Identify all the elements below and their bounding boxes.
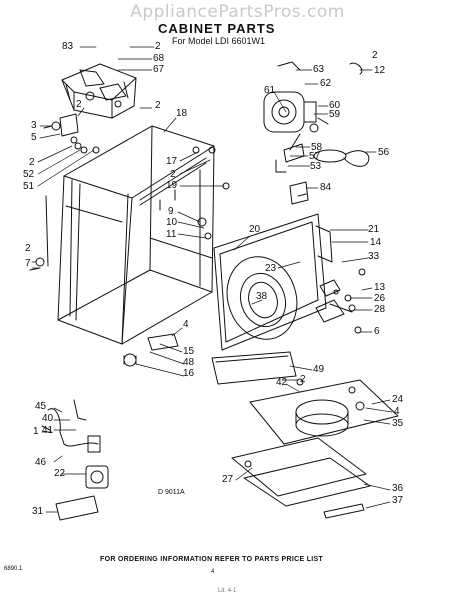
- callout-62: 62: [320, 78, 332, 89]
- callout-63: 63: [313, 64, 325, 75]
- base-assembly: [231, 379, 399, 519]
- callout-2: 2: [25, 243, 31, 254]
- callout-2: 2: [29, 157, 35, 168]
- callout-11: 11: [166, 229, 177, 240]
- callout-24: 24: [392, 394, 404, 405]
- callout-7: 7: [25, 258, 31, 269]
- callout-2: 2: [76, 99, 82, 110]
- callout-17: 17: [166, 156, 178, 167]
- callout-22: 22: [54, 468, 66, 479]
- ordering-note: FOR ORDERING INFORMATION REFER TO PARTS …: [100, 556, 324, 563]
- callout-2: 2: [170, 169, 176, 180]
- latch-hardware: [315, 279, 353, 323]
- callout-23: 23: [265, 263, 277, 274]
- diagram-title: CABINET PARTS: [158, 21, 276, 36]
- callout-48: 48: [183, 357, 195, 368]
- callout-35: 35: [392, 418, 404, 429]
- leader-lines: [31, 46, 393, 513]
- callout-12: 12: [374, 65, 386, 76]
- left-fasteners: [29, 113, 230, 367]
- bottom-mark: Lit. 4-1: [218, 588, 237, 594]
- callout-2: 2: [155, 41, 161, 52]
- callout-41: 41: [42, 425, 54, 436]
- callout-2: 2: [155, 100, 161, 111]
- callout-31: 31: [32, 506, 44, 517]
- console-housing: [61, 63, 137, 119]
- callout-59: 59: [329, 109, 341, 120]
- callout-56: 56: [378, 147, 390, 158]
- corner-code: 6890.1: [4, 566, 23, 572]
- callout-61: 61: [264, 85, 276, 96]
- callout-37: 37: [392, 495, 404, 506]
- watermark: AppliancePartsPros.com: [130, 2, 345, 22]
- callout-83: 83: [62, 41, 74, 52]
- callout-84: 84: [320, 182, 332, 193]
- drive-belt: [313, 149, 370, 167]
- callout-20: 20: [249, 224, 261, 235]
- callout-53: 53: [310, 161, 322, 172]
- callout-33: 33: [368, 251, 380, 262]
- callout-60: 60: [329, 100, 341, 111]
- callout-2: 2: [300, 374, 306, 385]
- callout-26: 26: [374, 293, 386, 304]
- callout-18: 18: [176, 108, 188, 119]
- callout-58: 58: [311, 142, 323, 153]
- callout-28: 28: [374, 304, 386, 315]
- drawing-code: D 9011A: [158, 489, 185, 496]
- callout-13: 13: [374, 282, 386, 293]
- toe-panel: [211, 351, 297, 385]
- callout-1: 1: [33, 426, 39, 437]
- callout-45: 45: [35, 401, 47, 412]
- callout-42: 42: [276, 377, 288, 388]
- page-mark: 4: [211, 569, 215, 575]
- callout-51: 51: [23, 181, 35, 192]
- callout-27: 27: [222, 474, 234, 485]
- callout-68: 68: [153, 53, 165, 64]
- callout-3: 3: [31, 120, 37, 131]
- callout-36: 36: [392, 483, 404, 494]
- callout-10: 10: [166, 217, 178, 228]
- callout-5: 5: [31, 132, 37, 143]
- callout-67: 67: [153, 64, 165, 75]
- right-fasteners: [244, 193, 366, 468]
- callout-6: 6: [374, 326, 380, 337]
- callout-46: 46: [35, 457, 47, 468]
- callout-15: 15: [183, 346, 195, 357]
- front-panel: [213, 213, 333, 351]
- callout-4: 4: [394, 406, 400, 417]
- callout-14: 14: [370, 237, 382, 248]
- wiring-parts: [41, 399, 109, 521]
- callout-19: 19: [166, 180, 178, 191]
- model-subtitle: For Model LDI 6601W1: [172, 36, 266, 46]
- small-parts-top-right: [275, 61, 363, 205]
- callout-40: 40: [42, 413, 54, 424]
- callout-57: 57: [309, 151, 321, 162]
- callout-38: 38: [256, 291, 268, 302]
- callout-2: 2: [372, 50, 378, 61]
- callout-4: 4: [183, 319, 189, 330]
- cabinet-body: [57, 125, 215, 345]
- callout-9: 9: [168, 206, 174, 217]
- callout-21: 21: [368, 224, 380, 235]
- callout-16: 16: [183, 368, 195, 379]
- callout-49: 49: [313, 364, 325, 375]
- callout-52: 52: [23, 169, 35, 180]
